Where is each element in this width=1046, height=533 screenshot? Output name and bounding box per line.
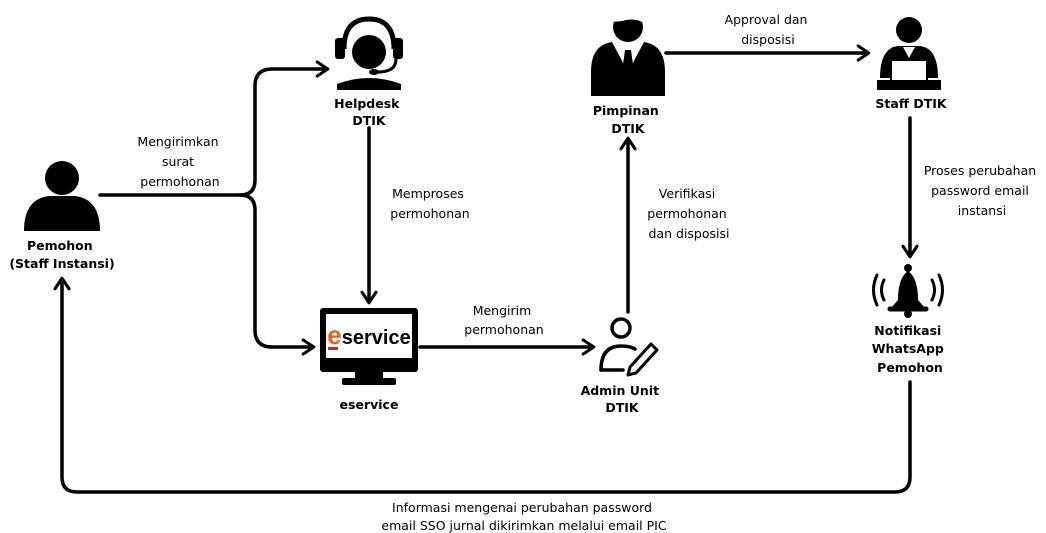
edge-notifikasi-pemohon [53, 276, 912, 494]
headset-agent-icon [335, 16, 403, 90]
user-edit-icon [599, 317, 659, 377]
node-label-notifikasi: Notifikasi WhatsApp Pemohon [872, 323, 948, 375]
edge-label-memproses: Memproses permohonan [390, 186, 469, 221]
node-label-staff-dtik: Staff DTIK [875, 96, 947, 111]
businessman-icon [591, 9, 665, 96]
node-label-admin: Admin Unit DTIK [581, 383, 664, 415]
edge-label-mengirimkan: Mengirimkan surat permohonan [137, 134, 222, 189]
person-icon [24, 161, 100, 231]
eservice-logo-e: e [327, 320, 341, 350]
edge-pemohon-eservice [238, 193, 316, 356]
edge-label-approval: Approval dan disposisi [725, 12, 812, 47]
edge-label-proses: Proses perubahan password email instansi [924, 163, 1040, 218]
ringing-bell-icon [872, 264, 944, 318]
monitor-icon [320, 308, 418, 385]
node-label-eservice: eservice [340, 397, 399, 412]
eservice-logo-underline [328, 347, 338, 350]
worker-at-desk-icon [877, 17, 941, 90]
edge-label-informasi: Informasi mengenai perubahan password em… [381, 500, 666, 533]
eservice-logo-text: service [342, 327, 411, 349]
eservice-logo: eservice [327, 320, 410, 350]
edge-label-mengirim: Mengirim permohonan [464, 303, 543, 337]
node-label-pemohon: Pemohon (Staff Instansi) [9, 238, 114, 271]
edge-label-verifikasi: Verifikasi permohonan dan disposisi [647, 186, 730, 241]
node-label-pimpinan: Pimpinan DTIK [593, 103, 663, 136]
node-label-helpdesk: Helpdesk DTIK [334, 96, 404, 128]
